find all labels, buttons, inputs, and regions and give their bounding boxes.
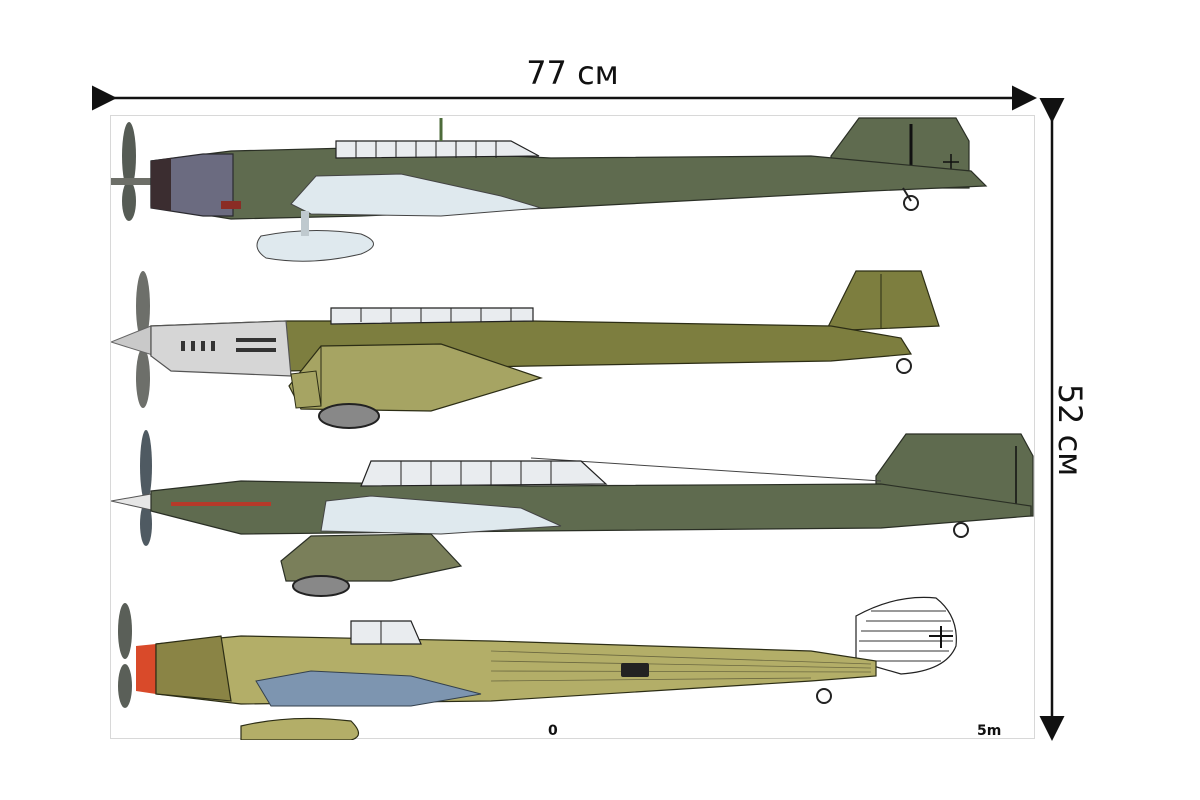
landing-gear xyxy=(290,370,322,409)
main-wheel xyxy=(318,403,380,429)
propeller-blade xyxy=(136,348,150,408)
spinner xyxy=(111,325,157,357)
propeller-blade xyxy=(118,664,132,708)
aircraft-illustration: 0 5m xyxy=(110,115,1035,740)
engine-cowling xyxy=(150,320,292,377)
propeller-blade xyxy=(140,430,152,502)
propeller-blade xyxy=(118,603,132,659)
main-wheel xyxy=(292,575,350,597)
tail-wheel xyxy=(953,522,969,538)
aircraft-3 xyxy=(111,430,1034,597)
propeller-blade xyxy=(140,502,152,546)
fuselage xyxy=(150,480,1032,535)
tail-wheel xyxy=(816,688,832,704)
canopy xyxy=(350,620,422,645)
tail-wheel xyxy=(903,195,919,211)
tail-fin xyxy=(855,596,957,675)
lower-wing xyxy=(280,533,463,582)
propeller-blade xyxy=(122,122,136,190)
wing xyxy=(290,173,542,217)
propeller-hub xyxy=(111,178,151,185)
aircraft-drawing xyxy=(111,117,1034,740)
propeller-blade xyxy=(122,181,136,221)
wing xyxy=(320,495,562,535)
canopy xyxy=(360,460,608,487)
wing xyxy=(255,670,482,707)
scale-start-label: 0 xyxy=(548,723,558,739)
landing-gear xyxy=(256,229,374,262)
wing xyxy=(288,343,543,412)
spinner xyxy=(111,493,157,512)
aircraft-4 xyxy=(118,596,957,740)
height-dimension-label: 52 см xyxy=(1051,383,1089,477)
scale-end-label: 5m xyxy=(977,723,1002,739)
landing-gear xyxy=(240,717,360,740)
aircraft-1 xyxy=(111,117,988,262)
tail-wheel xyxy=(896,358,912,374)
spinner xyxy=(136,644,156,694)
tail-fin xyxy=(825,270,940,332)
propeller-blade xyxy=(136,271,150,341)
canopy xyxy=(330,307,534,325)
canopy xyxy=(335,140,540,159)
width-dimension-label: 77 см xyxy=(526,54,619,92)
aircraft-2 xyxy=(111,270,940,429)
nose-ring xyxy=(151,158,171,211)
cowling xyxy=(155,635,232,702)
